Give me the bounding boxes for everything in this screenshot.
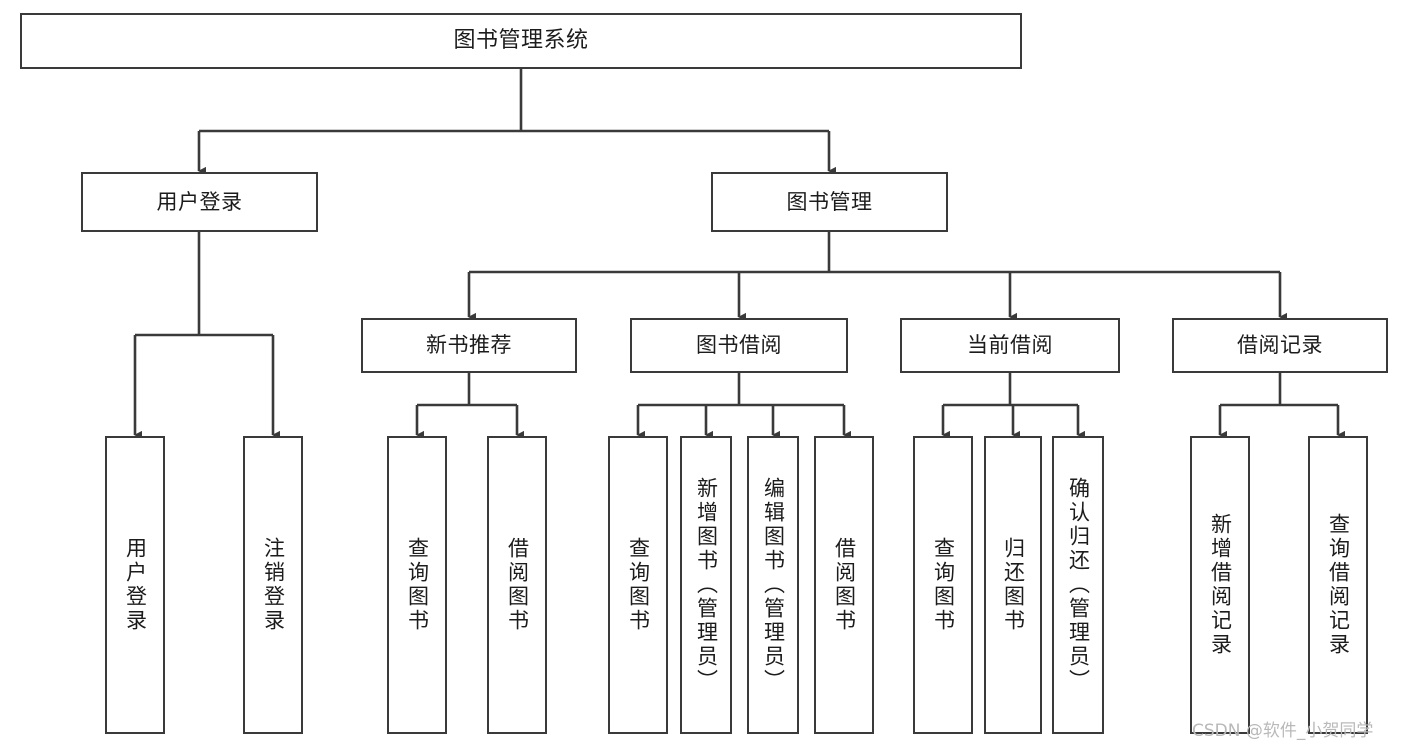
node-leaf-borrow-lend-label: 借阅图书	[832, 537, 857, 633]
node-leaf-borrow-query[interactable]: 查询图书	[608, 436, 668, 734]
node-root-label: 图书管理系统	[453, 28, 589, 53]
node-book-manage[interactable]: 图书管理	[711, 172, 948, 232]
edge-paths	[133, 69, 1346, 440]
node-leaf-cur-confirm-label: 确认归还（管理员）	[1066, 477, 1091, 693]
node-user-login[interactable]: 用户登录	[81, 172, 318, 232]
node-leaf-borrow-edit-label: 编辑图书（管理员）	[761, 477, 786, 693]
node-book-borrow-label: 图书借阅	[696, 333, 782, 357]
node-leaf-borrow-lend[interactable]: 借阅图书	[814, 436, 874, 734]
node-leaf-cur-return-label: 归还图书	[1001, 537, 1026, 633]
node-leaf-borrow-add-label: 新增图书（管理员）	[694, 477, 719, 693]
node-borrow-record-label: 借阅记录	[1237, 333, 1323, 357]
node-leaf-rec-query[interactable]: 查询图书	[387, 436, 447, 734]
node-current-borrow[interactable]: 当前借阅	[900, 318, 1120, 373]
node-leaf-rec-add[interactable]: 新增借阅记录	[1190, 436, 1250, 734]
node-user-login-label: 用户登录	[156, 189, 243, 214]
node-current-borrow-label: 当前借阅	[967, 333, 1053, 357]
node-leaf-borrow-query-label: 查询图书	[626, 537, 651, 633]
node-borrow-record[interactable]: 借阅记录	[1172, 318, 1388, 373]
node-leaf-borrow-add[interactable]: 新增图书（管理员）	[680, 436, 732, 734]
node-leaf-rec-borrow-label: 借阅图书	[505, 537, 530, 633]
node-leaf-rec-search[interactable]: 查询借阅记录	[1308, 436, 1368, 734]
node-new-book-rec[interactable]: 新书推荐	[361, 318, 577, 373]
node-leaf-rec-add-label: 新增借阅记录	[1208, 513, 1233, 657]
node-leaf-cur-return[interactable]: 归还图书	[984, 436, 1042, 734]
node-book-borrow[interactable]: 图书借阅	[630, 318, 848, 373]
node-leaf-cur-query[interactable]: 查询图书	[913, 436, 973, 734]
node-leaf-user-login-label: 用户登录	[123, 537, 148, 633]
node-leaf-rec-query-label: 查询图书	[405, 537, 430, 633]
node-book-manage-label: 图书管理	[786, 189, 873, 214]
node-leaf-borrow-edit[interactable]: 编辑图书（管理员）	[747, 436, 799, 734]
node-leaf-user-login[interactable]: 用户登录	[105, 436, 165, 734]
node-leaf-user-logout-label: 注销登录	[261, 537, 286, 633]
node-leaf-cur-query-label: 查询图书	[931, 537, 956, 633]
node-root[interactable]: 图书管理系统	[20, 13, 1022, 69]
node-new-book-rec-label: 新书推荐	[426, 333, 512, 357]
node-leaf-cur-confirm[interactable]: 确认归还（管理员）	[1052, 436, 1104, 734]
csdn-watermark: CSDN @软件_小贺同学	[1192, 721, 1374, 741]
node-leaf-user-logout[interactable]: 注销登录	[243, 436, 303, 734]
node-leaf-rec-borrow[interactable]: 借阅图书	[487, 436, 547, 734]
node-leaf-rec-search-label: 查询借阅记录	[1326, 513, 1351, 657]
